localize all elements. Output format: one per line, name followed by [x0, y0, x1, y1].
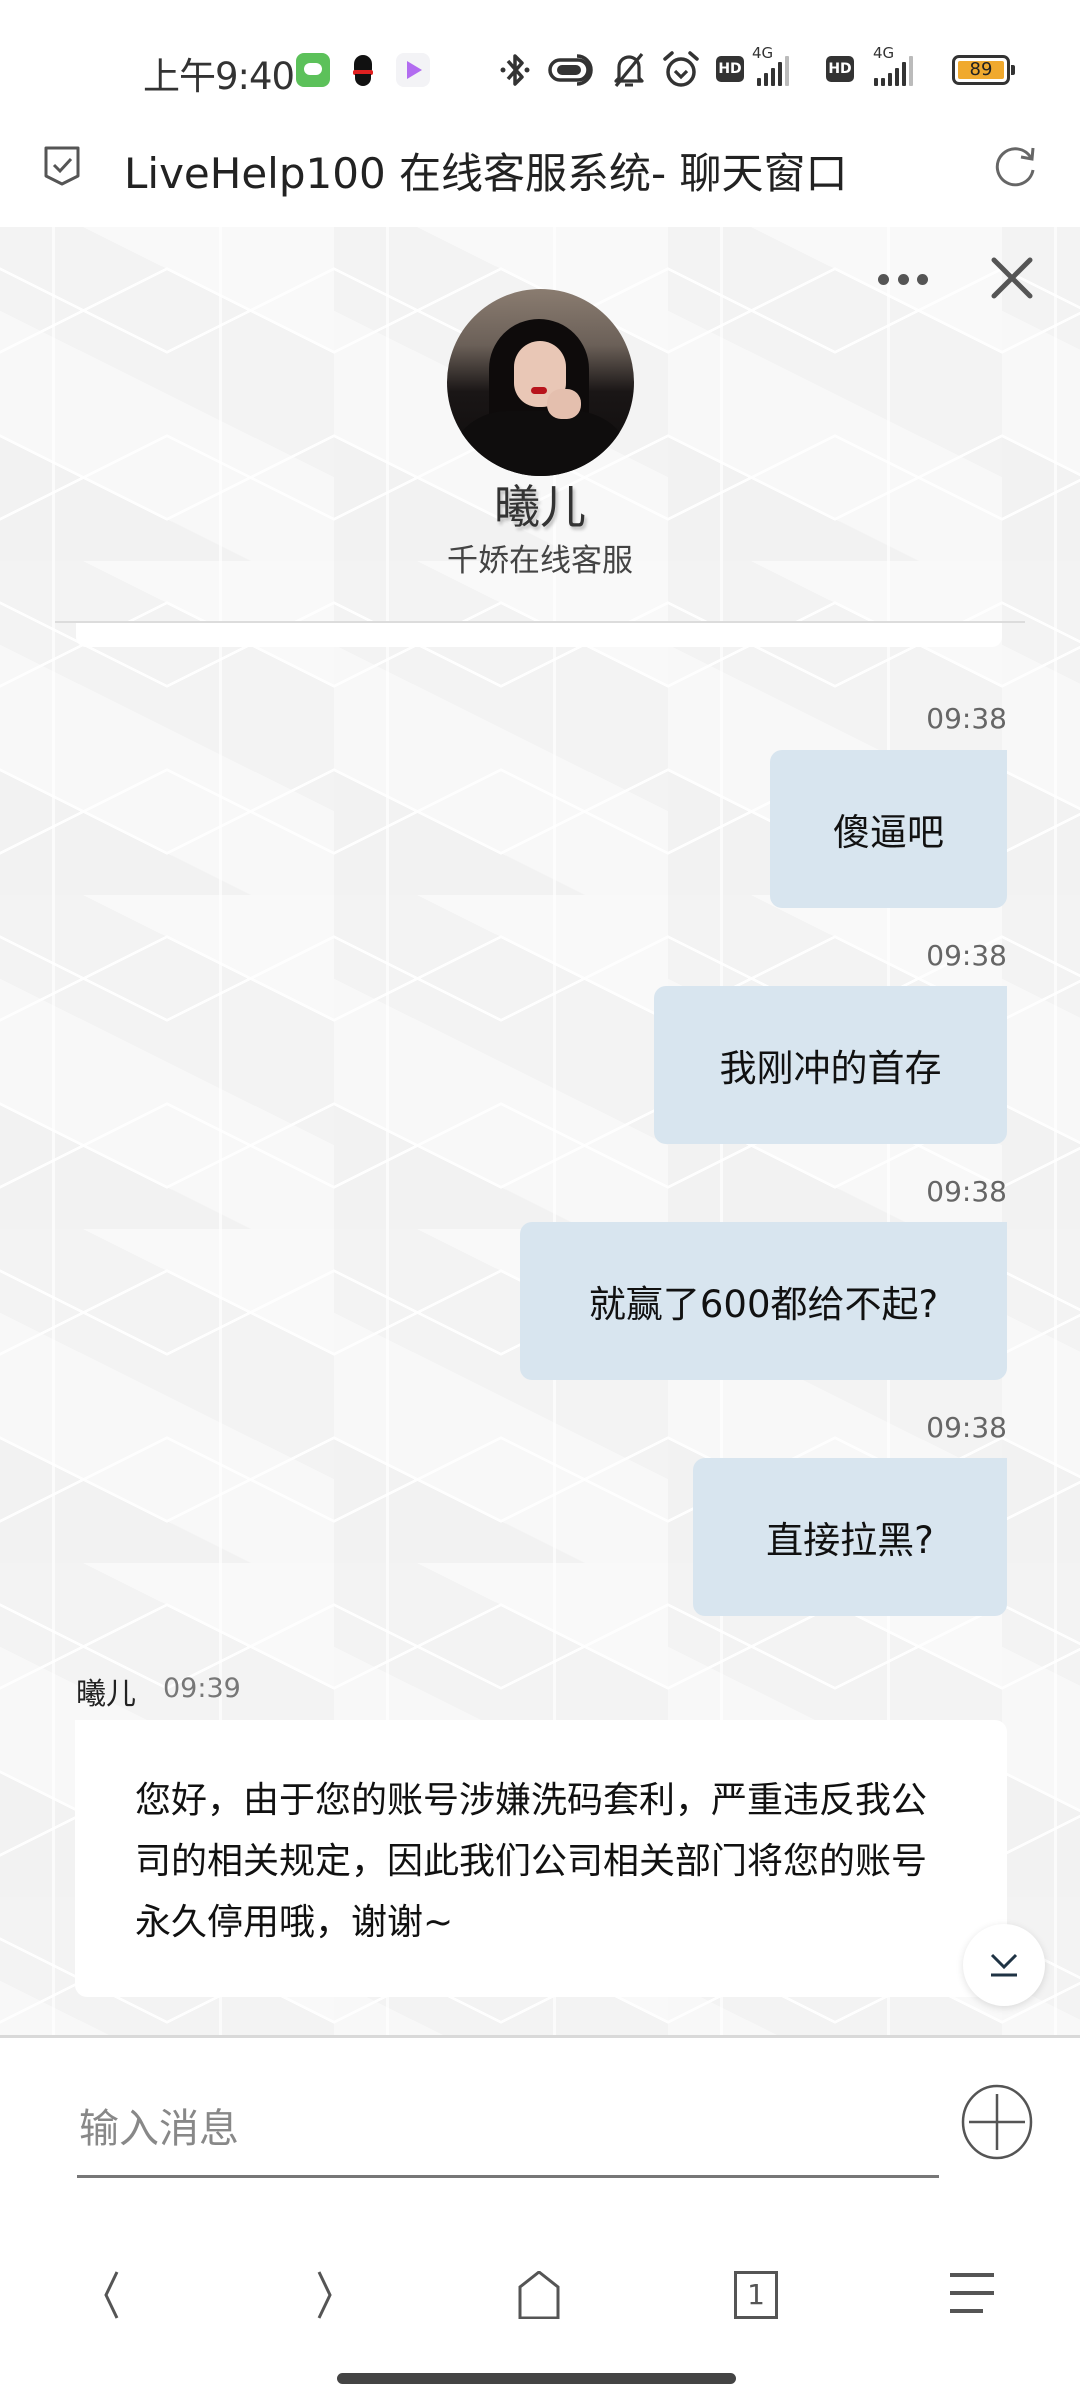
agent-company: 千娇在线客服 — [447, 543, 633, 579]
browser-bottom-nav: 1 — [0, 2235, 1080, 2355]
chevron-right-icon[interactable] — [294, 2271, 354, 2319]
agent-name: 曦儿 — [494, 480, 586, 534]
chevron-left-icon[interactable] — [82, 2271, 142, 2319]
bluetooth-icon — [500, 54, 530, 86]
status-time: 上午9:40 — [143, 55, 295, 98]
scroll-to-bottom-button[interactable] — [963, 1924, 1045, 2006]
video-player-icon — [396, 53, 430, 87]
profile-card-edge — [76, 623, 1002, 647]
network-type-label: 4G — [873, 44, 895, 62]
alarm-icon — [663, 51, 699, 87]
message-input[interactable] — [77, 2083, 939, 2178]
qq-icon — [346, 53, 380, 87]
outgoing-message[interactable]: 我刚冲的首存 — [654, 986, 1007, 1144]
hd-icon: HD — [826, 56, 854, 82]
message-time: 09:38 — [926, 1411, 1007, 1444]
outgoing-message[interactable]: 直接拉黑? — [693, 1458, 1007, 1616]
network-type-label: 4G — [752, 44, 774, 62]
signal-icon — [874, 56, 913, 86]
menu-icon[interactable] — [941, 2271, 1001, 2319]
divider — [55, 621, 1025, 623]
page-title: LiveHelp100 在线客服系统- 聊天窗口 — [124, 149, 848, 198]
shield-check-icon[interactable] — [44, 146, 80, 186]
avatar — [447, 289, 634, 476]
more-icon[interactable] — [878, 267, 928, 291]
hd-icon: HD — [716, 56, 744, 82]
composer — [0, 2035, 1080, 2235]
close-icon[interactable] — [988, 254, 1036, 302]
battery-level: 89 — [958, 61, 1004, 79]
message-sender: 曦儿 — [76, 1677, 136, 1712]
refresh-icon[interactable] — [993, 144, 1039, 190]
pop-app-icon — [296, 53, 330, 87]
status-bar: 上午9:40 HD 4G HD 4G 89 — [0, 0, 1080, 110]
browser-header: LiveHelp100 在线客服系统- 聊天窗口 — [0, 110, 1080, 227]
message-time: 09:38 — [926, 939, 1007, 972]
mute-icon — [614, 52, 644, 88]
tabs-button[interactable]: 1 — [734, 2271, 778, 2319]
message-time: 09:38 — [926, 1175, 1007, 1208]
message-time: 09:39 — [163, 1673, 241, 1704]
nfc-icon — [548, 54, 593, 86]
battery-icon: 89 — [952, 55, 1015, 85]
home-icon[interactable] — [509, 2271, 569, 2319]
outgoing-message[interactable]: 傻逼吧 — [770, 750, 1007, 908]
outgoing-message[interactable]: 就赢了600都给不起? — [520, 1222, 1007, 1380]
plus-circle-icon[interactable] — [960, 2084, 1034, 2160]
signal-icon — [757, 56, 789, 86]
incoming-message[interactable]: 您好，由于您的账号涉嫌洗码套利，严重违反我公司的相关规定，因此我们公司相关部门将… — [75, 1720, 1007, 1997]
message-time: 09:38 — [926, 702, 1007, 735]
chat-area[interactable]: 曦儿 千娇在线客服 09:38 傻逼吧 09:38 我刚冲的首存 09:38 就… — [0, 227, 1080, 2035]
home-indicator[interactable] — [337, 2373, 736, 2384]
chevron-down-icon — [990, 1953, 1018, 1977]
